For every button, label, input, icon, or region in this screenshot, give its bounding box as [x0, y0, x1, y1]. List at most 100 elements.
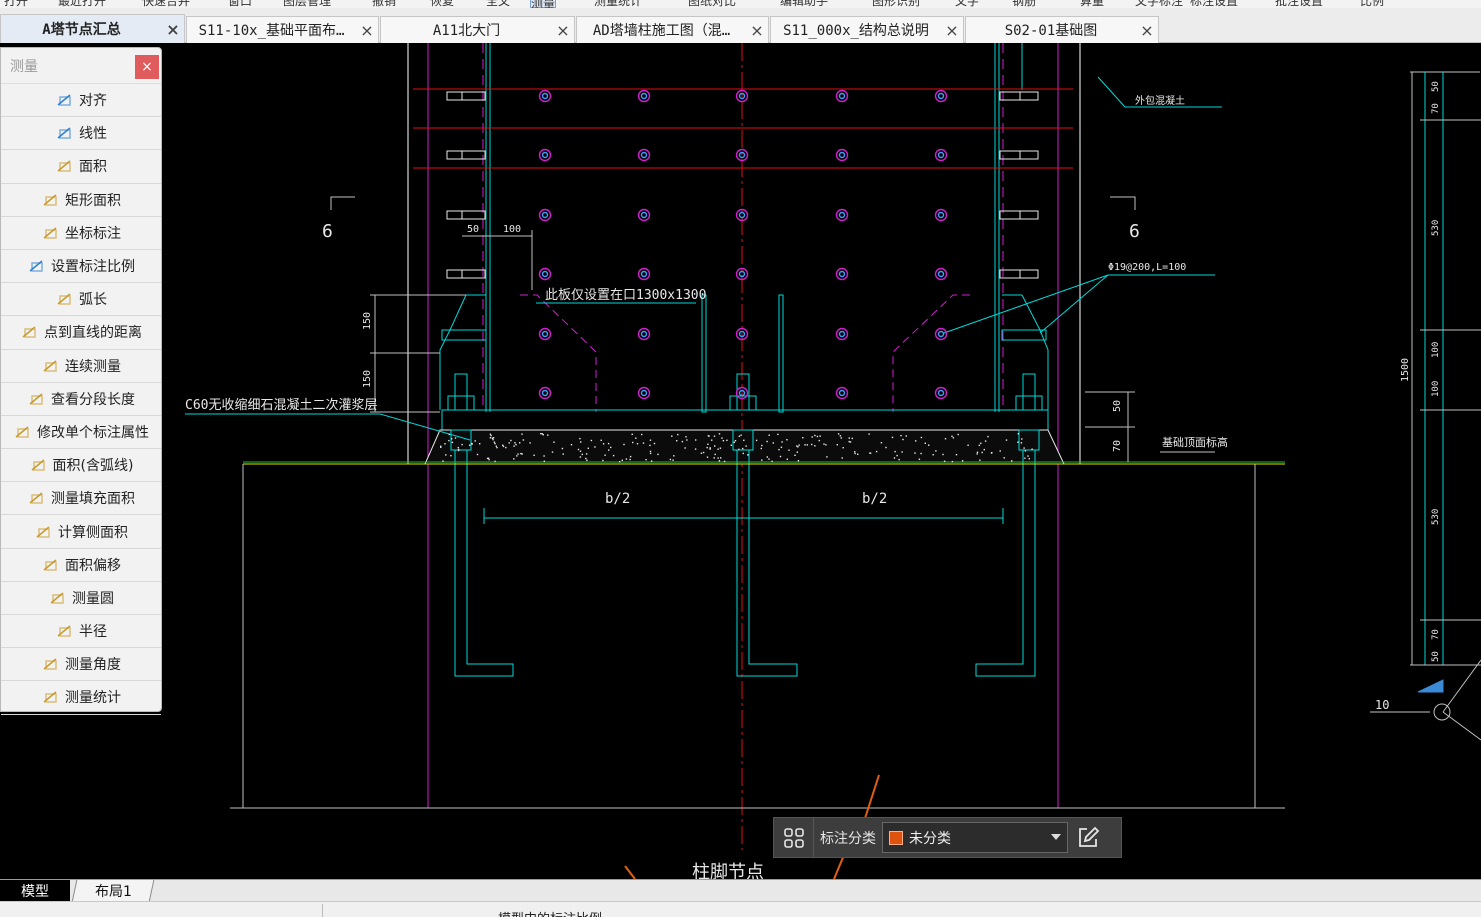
menu-item[interactable]: 测量统计 — [594, 0, 643, 8]
grout-speck — [445, 454, 447, 456]
grout-speck — [581, 453, 583, 456]
menu-item[interactable]: 算量 — [1080, 0, 1105, 8]
tab-model[interactable]: 模型 — [0, 880, 70, 902]
grout-speck — [669, 458, 672, 461]
menu-item[interactable]: 快速合并 — [142, 0, 191, 8]
tab-ad-tower-wall[interactable]: AD塔墙柱施工图（混… × — [576, 16, 769, 43]
measure-tool-arc-length[interactable]: 弧长 — [1, 283, 161, 317]
grout-speck — [819, 435, 821, 437]
dim-150-a: 150 — [362, 312, 373, 330]
menu-item[interactable]: 标注设置 — [1190, 0, 1239, 8]
tab-a-tower-nodes[interactable]: A塔节点汇总 × — [0, 14, 185, 43]
side-dim: 530 — [1431, 509, 1441, 525]
note-opening: 此板仅设置在口1300x1300 — [545, 288, 706, 303]
bolt-core — [541, 92, 549, 100]
cad-drawing[interactable]: 6 6 50 100 此板仅设置在口1300x1300 Φ19@200,L=10… — [0, 43, 1481, 879]
menu-item[interactable]: 图形识别 — [872, 0, 921, 8]
bolt-mark — [735, 148, 749, 162]
measure-tool-linear-measure[interactable]: 线性 — [1, 117, 161, 151]
tab-s11-10x[interactable]: S11-10x_基础平面布… × — [186, 16, 379, 43]
menu-item[interactable]: 钢筋 — [1012, 0, 1037, 8]
close-icon[interactable]: × — [945, 20, 959, 40]
drawing-canvas[interactable]: 6 6 50 100 此板仅设置在口1300x1300 Φ19@200,L=10… — [0, 43, 1481, 879]
measure-tool-segment-length[interactable]: 查看分段长度 — [1, 383, 161, 416]
grout-speck — [761, 459, 763, 461]
measure-tool-radius[interactable]: 半径 — [1, 615, 161, 649]
measure-tool-label: 半径 — [79, 624, 107, 641]
annotation-category-select[interactable]: 未分类 — [882, 822, 1068, 853]
fill-area-icon — [27, 489, 47, 507]
menu-item[interactable]: 恢复 — [430, 0, 455, 8]
menu-item[interactable]: 批注设置 — [1275, 0, 1324, 8]
grout-speck — [632, 441, 634, 444]
measure-tool-coordinate[interactable]: 坐标标注 — [1, 217, 161, 250]
measure-tool-point-line-distance[interactable]: 点到直线的距离 — [1, 316, 161, 350]
note-grout: C60无收缩细石混凝土二次灌浆层 — [185, 397, 377, 413]
measure-tool-side-area[interactable]: 计算侧面积 — [1, 515, 161, 549]
grout-speck — [590, 439, 593, 442]
tab-a11-gate[interactable]: A11北大门 × — [380, 16, 575, 43]
measure-tool-area-offset[interactable]: 面积偏移 — [1, 549, 161, 582]
side-dim: 100 — [1431, 381, 1441, 397]
menu-item[interactable]: 测量 — [530, 0, 557, 8]
tab-s11-000x[interactable]: S11_000x_结构总说明 × — [770, 16, 964, 43]
grout-speck — [543, 460, 545, 462]
grout-speck — [579, 437, 581, 440]
grout-speck — [649, 439, 652, 441]
arc-area-icon — [29, 456, 49, 474]
measure-tool-fill-area[interactable]: 测量填充面积 — [1, 482, 161, 516]
measure-tool-area[interactable]: 面积 — [1, 150, 161, 184]
bolt-core — [937, 92, 945, 100]
menu-item[interactable]: 全文 — [486, 0, 511, 8]
menu-item[interactable]: 图层管理 — [283, 0, 332, 8]
grout-speck — [914, 452, 916, 454]
grout-speck — [836, 444, 838, 446]
menu-item[interactable]: 最近打开 — [58, 0, 107, 8]
grout-speck — [451, 438, 453, 440]
grout-speck — [585, 453, 588, 455]
measure-tool-rect-area[interactable]: 矩形面积 — [1, 184, 161, 217]
menu-item[interactable]: 文字 — [955, 0, 980, 8]
grout-speck — [900, 434, 902, 437]
axis-label: 10 — [1375, 698, 1389, 712]
grout-speck — [585, 457, 587, 460]
measure-tool-continuous-measure[interactable]: 连续测量 — [1, 350, 161, 383]
arc-length-icon — [55, 290, 75, 308]
measure-tool-circle-measure[interactable]: 测量圆 — [1, 582, 161, 615]
menu-item[interactable]: 图纸对比 — [688, 0, 737, 8]
grout-speck — [543, 455, 545, 457]
grout-speck — [533, 454, 535, 456]
grout-speck — [999, 450, 1001, 452]
menu-item[interactable]: 撤销 — [372, 0, 397, 8]
edit-annotation-icon — [13, 423, 33, 441]
measure-tool-statistics[interactable]: 测量统计 — [1, 681, 161, 715]
measure-tool-edit-annotation[interactable]: 修改单个标注属性 — [1, 416, 161, 450]
grout-speck — [761, 444, 763, 447]
grid-icon[interactable] — [774, 817, 814, 858]
measure-tool-scale[interactable]: 设置标注比例 — [1, 250, 161, 284]
grout-speck — [495, 445, 497, 447]
measure-tool-label: 连续测量 — [65, 358, 121, 375]
tab-s02-01[interactable]: S02-01基础图 × — [965, 16, 1159, 43]
grout-speck — [766, 440, 768, 443]
chevron-down-icon — [1051, 834, 1061, 840]
menu-item[interactable]: 窗口 — [228, 0, 253, 8]
measure-tool-arc-area[interactable]: 面积(含弧线) — [1, 449, 161, 483]
close-icon[interactable]: × — [166, 19, 180, 39]
measure-tool-angle[interactable]: 测量角度 — [1, 648, 161, 682]
close-icon[interactable]: × — [750, 20, 764, 40]
grout-speck — [487, 457, 490, 459]
close-icon[interactable]: × — [135, 55, 159, 79]
close-icon[interactable]: × — [360, 20, 374, 40]
menu-item[interactable]: 打开 — [4, 0, 29, 8]
menu-item[interactable]: 编辑助手 — [780, 0, 829, 8]
menu-item[interactable]: 比例 — [1360, 0, 1385, 8]
edit-icon[interactable] — [1068, 817, 1108, 858]
rect-area-icon — [41, 191, 61, 209]
menu-item[interactable]: 文字标注 — [1135, 0, 1184, 8]
grout-speck — [714, 453, 716, 456]
tab-layout1[interactable]: 布局1 — [71, 880, 155, 902]
close-icon[interactable]: × — [1140, 20, 1154, 40]
close-icon[interactable]: × — [556, 20, 570, 40]
measure-tool-align-measure[interactable]: 对齐 — [1, 84, 161, 118]
